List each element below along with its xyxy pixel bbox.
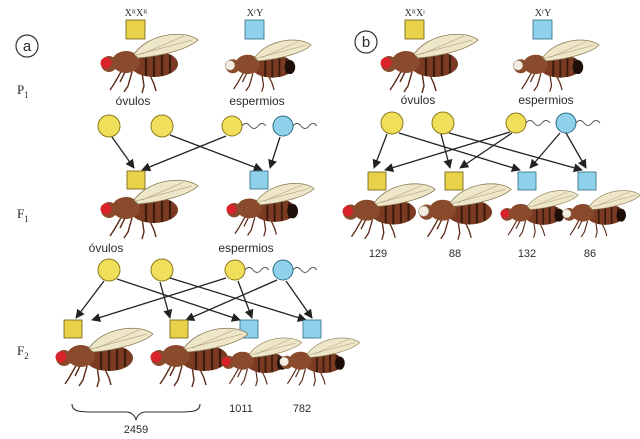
sperm-y — [272, 115, 294, 137]
f2-label: F2 — [17, 343, 29, 361]
p1-eggs-label: óvulos — [116, 94, 151, 108]
sperm-x — [221, 115, 243, 137]
p1-female-genotype: XᴿXᴿ — [125, 8, 149, 19]
white-eye-icon — [224, 60, 236, 71]
panel-a-badge — [15, 34, 39, 58]
p1-cross-arrows — [111, 134, 281, 172]
count-2459: 2459 — [124, 424, 148, 436]
b-offspring-4 — [561, 189, 640, 239]
f2-fly-2 — [149, 327, 250, 389]
red-eye-icon — [100, 57, 112, 69]
b-female-fly — [379, 33, 480, 95]
f1-sperm-label: espermios — [218, 241, 273, 255]
f1-male-fly — [225, 182, 316, 238]
f2-fly-4 — [279, 337, 361, 388]
b-offspring-1 — [341, 182, 437, 241]
b-male-fly — [512, 39, 601, 93]
p1-male-genotype: XʳY — [247, 8, 264, 19]
egg-1 — [97, 114, 121, 138]
panel-b-badge — [354, 30, 378, 54]
b-male-genotype: XʳY — [535, 8, 552, 19]
p1-sperm-label: espermios — [229, 94, 284, 108]
f1-cross-arrows — [75, 277, 313, 322]
b-offspring-3 — [499, 189, 580, 239]
egg-2 — [150, 114, 174, 138]
b-cross-arrows — [372, 131, 587, 173]
panel-a-letter: a — [23, 38, 32, 55]
b-count-3: 132 — [518, 248, 536, 260]
count-1011: 1011 — [229, 403, 253, 415]
p1-label: P1 — [17, 82, 29, 100]
p1-male-fly — [224, 39, 313, 93]
male-symbol — [244, 19, 265, 40]
f1-label: F1 — [17, 206, 29, 224]
b-count-2: 88 — [449, 248, 461, 260]
b-count-1: 129 — [369, 248, 387, 260]
brace — [71, 403, 201, 421]
b-eggs-label: óvulos — [401, 93, 436, 107]
f1-eggs-label: óvulos — [89, 241, 124, 255]
panel-b-letter: b — [362, 34, 370, 51]
p1-female-fly — [99, 33, 200, 95]
b-offspring-2 — [417, 182, 513, 241]
f2-fly-1 — [54, 327, 155, 389]
f1-female-fly — [99, 179, 200, 241]
b-count-4: 86 — [584, 248, 596, 260]
panel-b: b XᴿXʳ XʳY óvulos espermios — [341, 8, 640, 260]
panel-a: a P1 F1 F2 XᴿXᴿ XʳY óvulos espermios — [15, 8, 361, 436]
b-female-genotype: XᴿXʳ — [405, 8, 427, 19]
count-782: 782 — [293, 403, 311, 415]
female-symbol — [125, 19, 146, 40]
b-sperm-label: espermios — [518, 93, 573, 107]
